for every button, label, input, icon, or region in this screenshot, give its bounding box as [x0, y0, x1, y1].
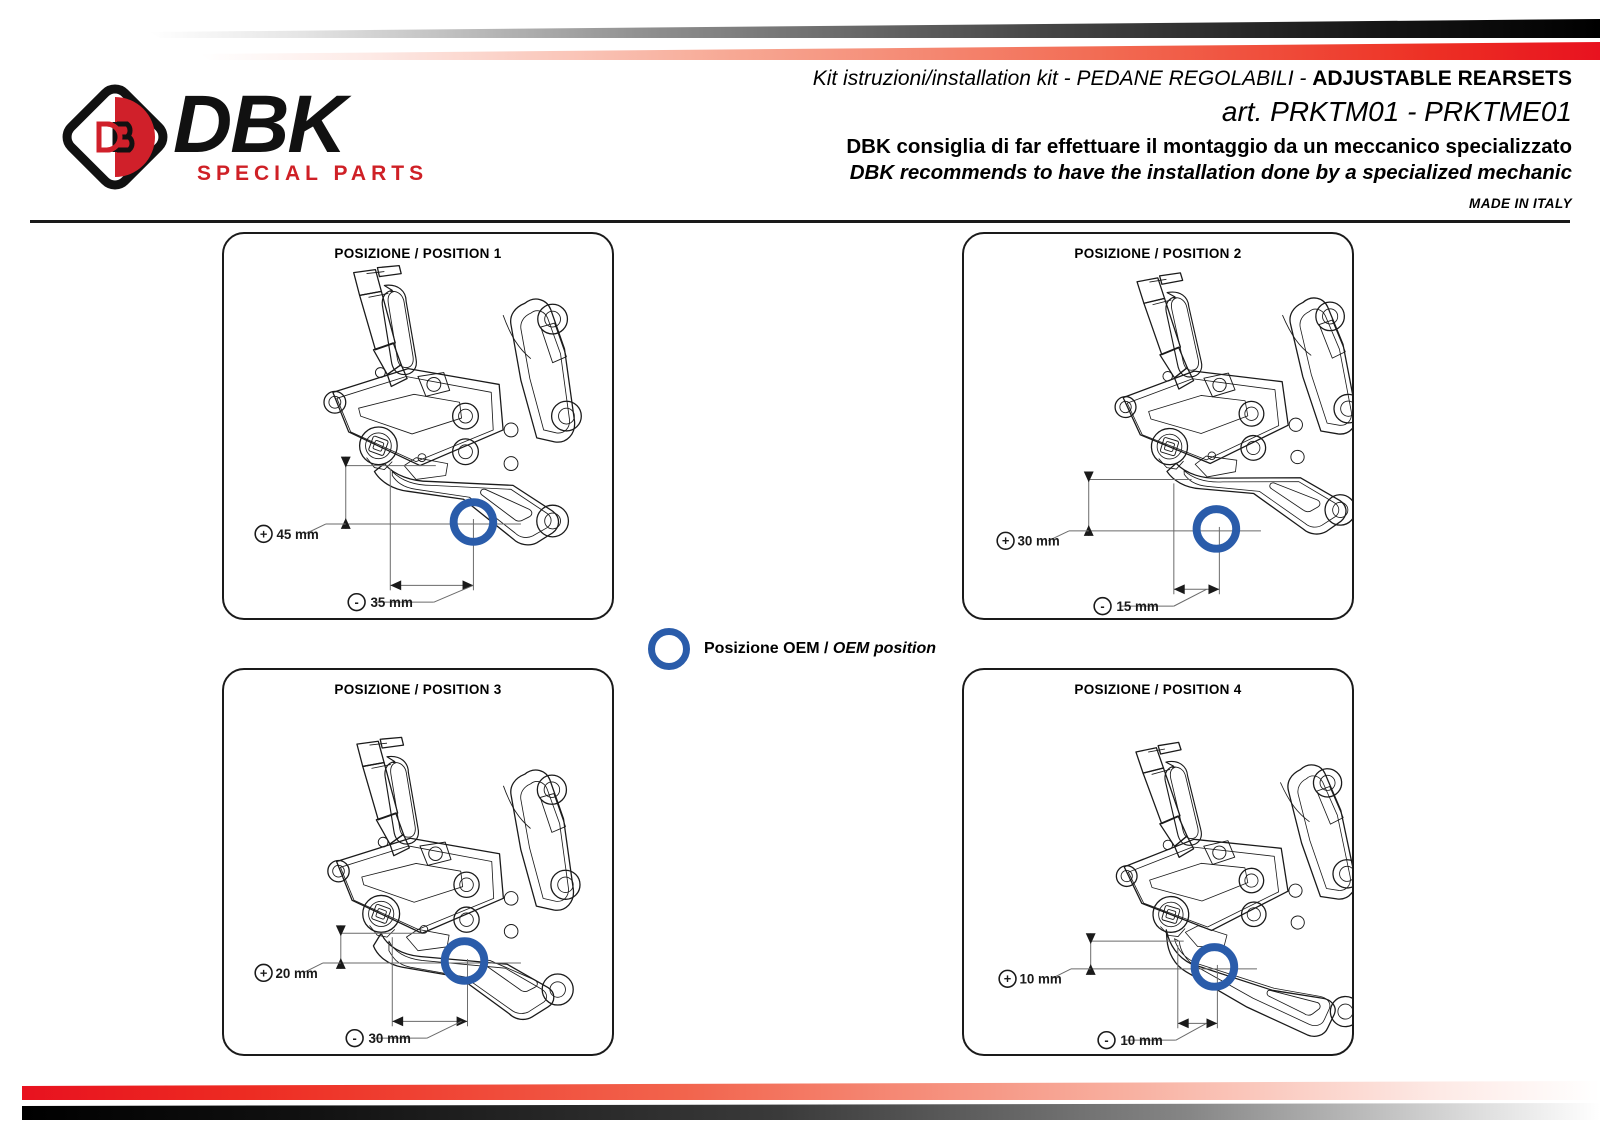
legend-label-en: OEM position	[832, 640, 937, 657]
panel-title-4: POSIZIONE / POSITION 4	[1074, 682, 1242, 697]
header-divider	[30, 220, 1570, 223]
brand-tagline: SPECIAL PARTS	[197, 162, 428, 185]
header-text-block: Kit istruzioni/installation kit - PEDANE…	[672, 66, 1572, 187]
dimension-lines-3	[340, 925, 521, 1027]
horizontal-dimension-1: - 35 mm	[347, 584, 474, 612]
top-banner	[0, 0, 1600, 64]
article-number: art. PRKTM01 - PRKTME01	[1221, 96, 1572, 128]
footer-stripe-black	[22, 1103, 1600, 1120]
brand-wordmark: DBK SPECIAL PARTS	[173, 82, 428, 185]
vertical-dimension-value-3: 20 mm	[275, 966, 317, 981]
legend-label-it: Posizione OEM	[704, 640, 820, 657]
horizontal-dimension-value-4: 10 mm	[1120, 1033, 1162, 1048]
horizontal-dimension-badge-4: -	[1104, 1033, 1108, 1048]
vertical-dimension-3: + 20 mm	[254, 962, 341, 983]
vertical-dimension-badge-1: +	[260, 526, 268, 541]
oem-position-legend: Posizione OEM / OEM position	[648, 628, 936, 670]
vertical-dimension-value-1: 45 mm	[276, 527, 318, 542]
horizontal-dimension-2: - 15 mm	[1093, 588, 1207, 616]
panel-3-drawing: + 20 mm - 30 mm	[254, 736, 581, 1048]
banner-stripe-red	[200, 42, 1600, 60]
brand-logo: DBK SPECIAL PARTS	[55, 78, 475, 198]
horizontal-dimension-3: - 30 mm	[345, 1020, 462, 1048]
dimension-arrows-3	[335, 925, 468, 1027]
horizontal-dimension-badge-2: -	[1100, 599, 1104, 614]
panel-2-drawing: + 30 mm - 15 mm	[996, 272, 1352, 616]
advice-italian: DBK consiglia di far effettuare il monta…	[846, 134, 1572, 158]
dbk-diamond-logo-icon	[62, 84, 168, 190]
dimension-arrows-2	[1083, 471, 1220, 595]
panel-4-drawing: + 10 mm - 10 mm	[998, 741, 1352, 1050]
horizontal-dimension-4: - 10 mm	[1097, 1022, 1207, 1050]
banner-stripe-black	[150, 19, 1600, 38]
oem-position-marker-2	[1192, 505, 1241, 553]
horizontal-dimension-value-2: 15 mm	[1116, 599, 1158, 614]
oem-position-marker-4	[1190, 943, 1239, 991]
vertical-dimension-1: + 45 mm	[254, 523, 346, 544]
vertical-dimension-badge-4: +	[1004, 971, 1012, 986]
rearset-assembly-1	[323, 265, 582, 546]
oem-position-marker-1	[449, 498, 498, 546]
horizontal-dimension-value-3: 30 mm	[369, 1031, 411, 1046]
rearset-assembly-4	[1115, 741, 1352, 1037]
made-in-italy: MADE IN ITALY	[1469, 196, 1572, 211]
oem-position-marker-3	[440, 937, 489, 985]
vertical-dimension-value-4: 10 mm	[1019, 972, 1061, 987]
vertical-dimension-badge-2: +	[1002, 533, 1010, 548]
kit-instructions-italic: Kit istruzioni/installation kit - PEDANE…	[812, 67, 1313, 90]
vertical-dimension-badge-3: +	[260, 965, 268, 980]
footer-stripe-red	[22, 1081, 1600, 1100]
brand-name: DBK	[173, 82, 352, 170]
panel-1-drawing: + 45 mm - 35 mm	[254, 265, 582, 612]
legend-separator: /	[819, 640, 833, 657]
panel-title-2: POSIZIONE / POSITION 2	[1074, 246, 1242, 261]
kit-instructions-line: Kit istruzioni/installation kit - PEDANE…	[672, 66, 1572, 92]
horizontal-dimension-value-1: 35 mm	[370, 595, 412, 610]
advice-english: DBK recommends to have the installation …	[849, 161, 1572, 185]
rearset-assembly-2	[1114, 272, 1352, 535]
position-panel-1: POSIZIONE / POSITION 1	[222, 232, 614, 620]
panel-title-1: POSIZIONE / POSITION 1	[334, 246, 502, 261]
vertical-dimension-2: + 30 mm	[996, 530, 1089, 551]
vertical-dimension-4: + 10 mm	[998, 968, 1091, 988]
kit-instructions-bold: ADJUSTABLE REARSETS	[1312, 67, 1572, 90]
position-panel-2: POSIZIONE / POSITION 2	[962, 232, 1354, 620]
horizontal-dimension-badge-1: -	[354, 595, 358, 610]
dimension-arrows-4	[1085, 933, 1218, 1029]
oem-position-legend-label: Posizione OEM / OEM position	[704, 640, 936, 658]
dimension-arrows-1	[340, 456, 474, 591]
bottom-banner	[0, 1062, 1600, 1132]
vertical-dimension-value-2: 30 mm	[1017, 534, 1059, 549]
horizontal-dimension-badge-3: -	[353, 1031, 357, 1046]
panel-title-3: POSIZIONE / POSITION 3	[334, 682, 502, 697]
position-panel-4: POSIZIONE / POSITION 4	[962, 668, 1354, 1056]
position-panel-3: POSIZIONE / POSITION 3	[222, 668, 614, 1056]
oem-position-marker-icon	[648, 628, 690, 670]
